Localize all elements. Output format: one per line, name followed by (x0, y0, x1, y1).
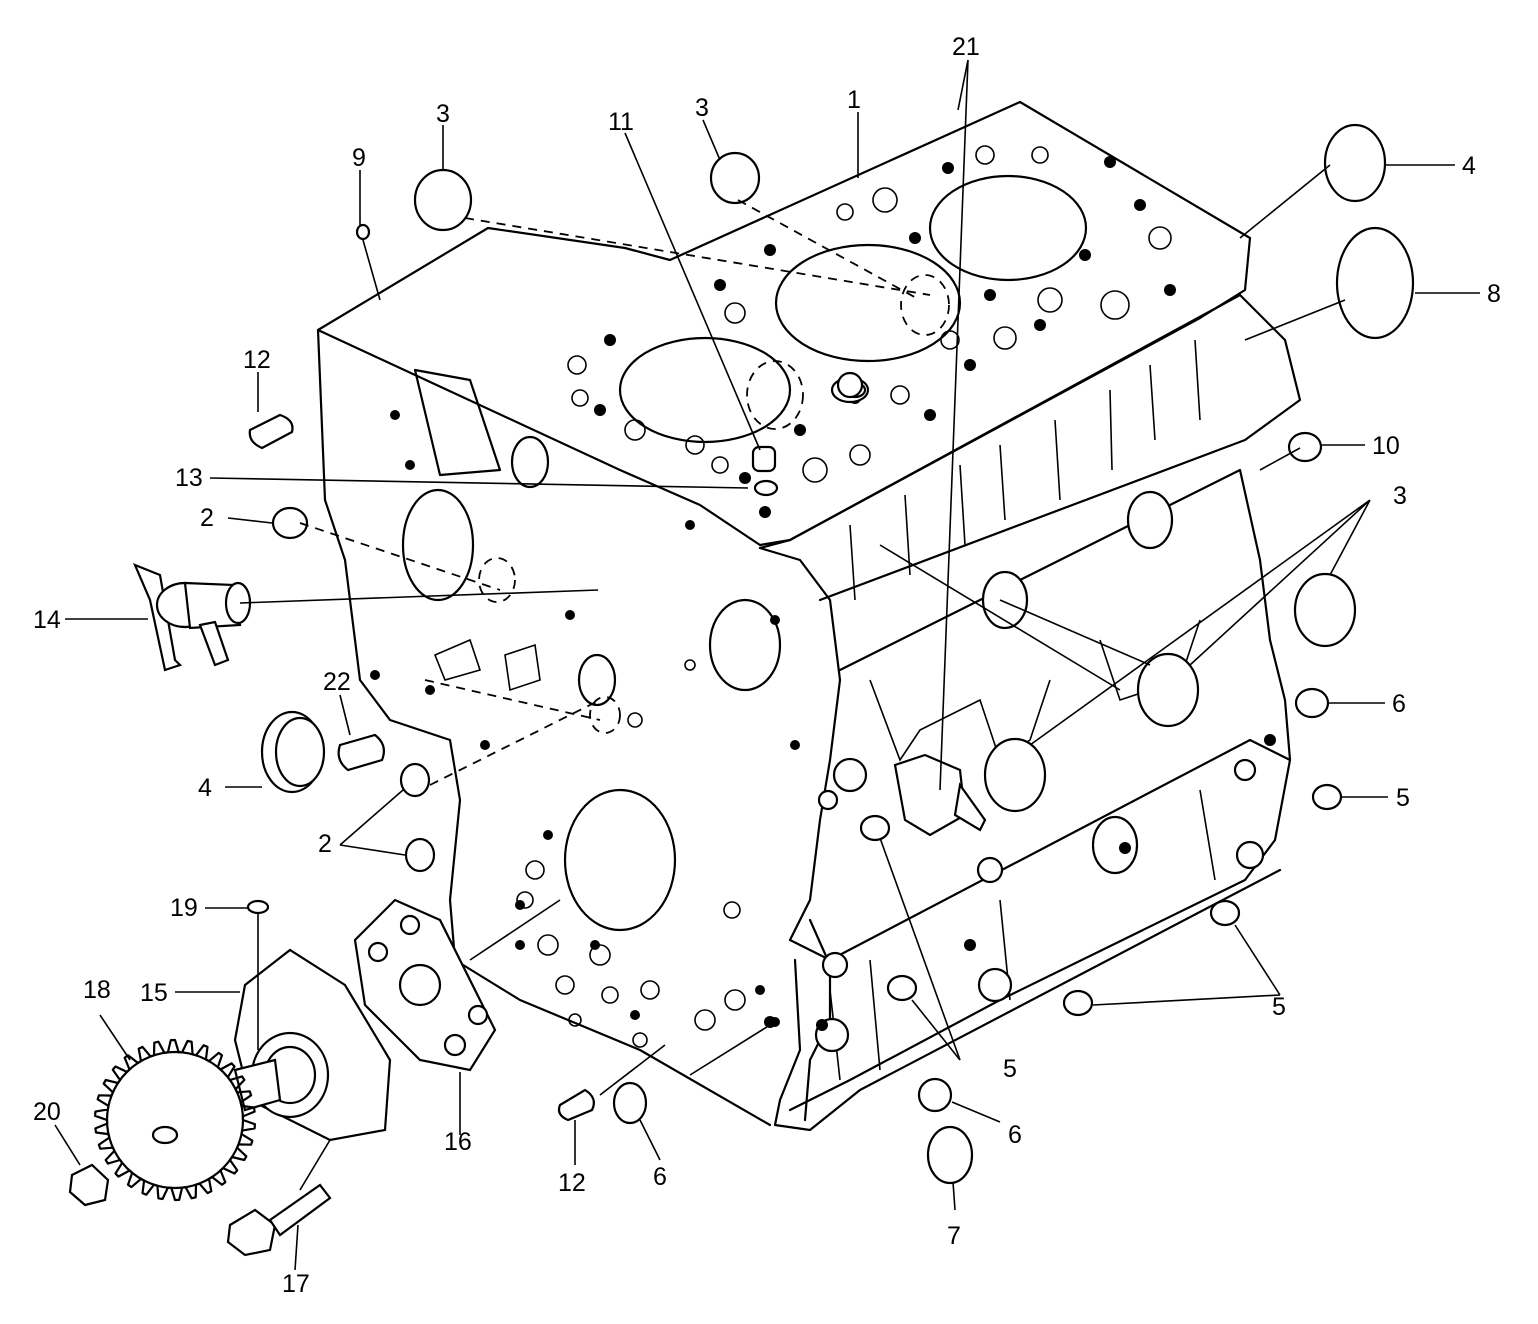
callout-12: 12 (558, 1169, 586, 1197)
callout-5: 5 (1003, 1055, 1017, 1083)
callout-20: 20 (33, 1098, 61, 1126)
callout-6: 6 (653, 1163, 667, 1191)
callout-13: 13 (175, 464, 203, 492)
callout-9: 9 (352, 144, 366, 172)
callout-19: 19 (170, 894, 198, 922)
callout-5: 5 (1272, 993, 1286, 1021)
callout-15: 15 (140, 979, 168, 1007)
callout-1: 1 (847, 86, 861, 114)
callout-3: 3 (436, 100, 450, 128)
callout-16: 16 (444, 1128, 472, 1156)
callout-8: 8 (1487, 280, 1501, 308)
part-14 (132, 562, 252, 672)
callout-11: 11 (608, 108, 634, 136)
callout-4: 4 (1462, 152, 1476, 180)
side-bosses (764, 371, 1276, 1053)
gear-teeth (94, 1038, 256, 1202)
callout-4: 4 (198, 774, 212, 802)
callout-3: 3 (695, 94, 709, 122)
callout-5: 5 (1396, 784, 1410, 812)
callout-22: 22 (323, 668, 351, 696)
callout-2: 2 (200, 504, 214, 532)
callout-2: 2 (318, 830, 332, 858)
callout-6: 6 (1008, 1121, 1022, 1149)
front-face-features (370, 368, 800, 1048)
callout-14: 14 (33, 606, 61, 634)
callout-10: 10 (1372, 432, 1400, 460)
callout-18: 18 (83, 976, 111, 1004)
cylinder-bores (618, 174, 1088, 444)
parts (68, 123, 1415, 1257)
callout-3: 3 (1393, 482, 1407, 510)
callout-12: 12 (243, 346, 271, 374)
leader-lines (54, 59, 1480, 1271)
callout-21: 21 (952, 33, 980, 61)
deck-holes (567, 145, 1176, 518)
callout-17: 17 (282, 1270, 310, 1298)
callout-6: 6 (1392, 690, 1406, 718)
callout-labels: 1 21 11 3 3 9 4 8 10 3 6 5 12 13 2 14 22… (33, 33, 1501, 1298)
callout-7: 7 (947, 1222, 961, 1250)
